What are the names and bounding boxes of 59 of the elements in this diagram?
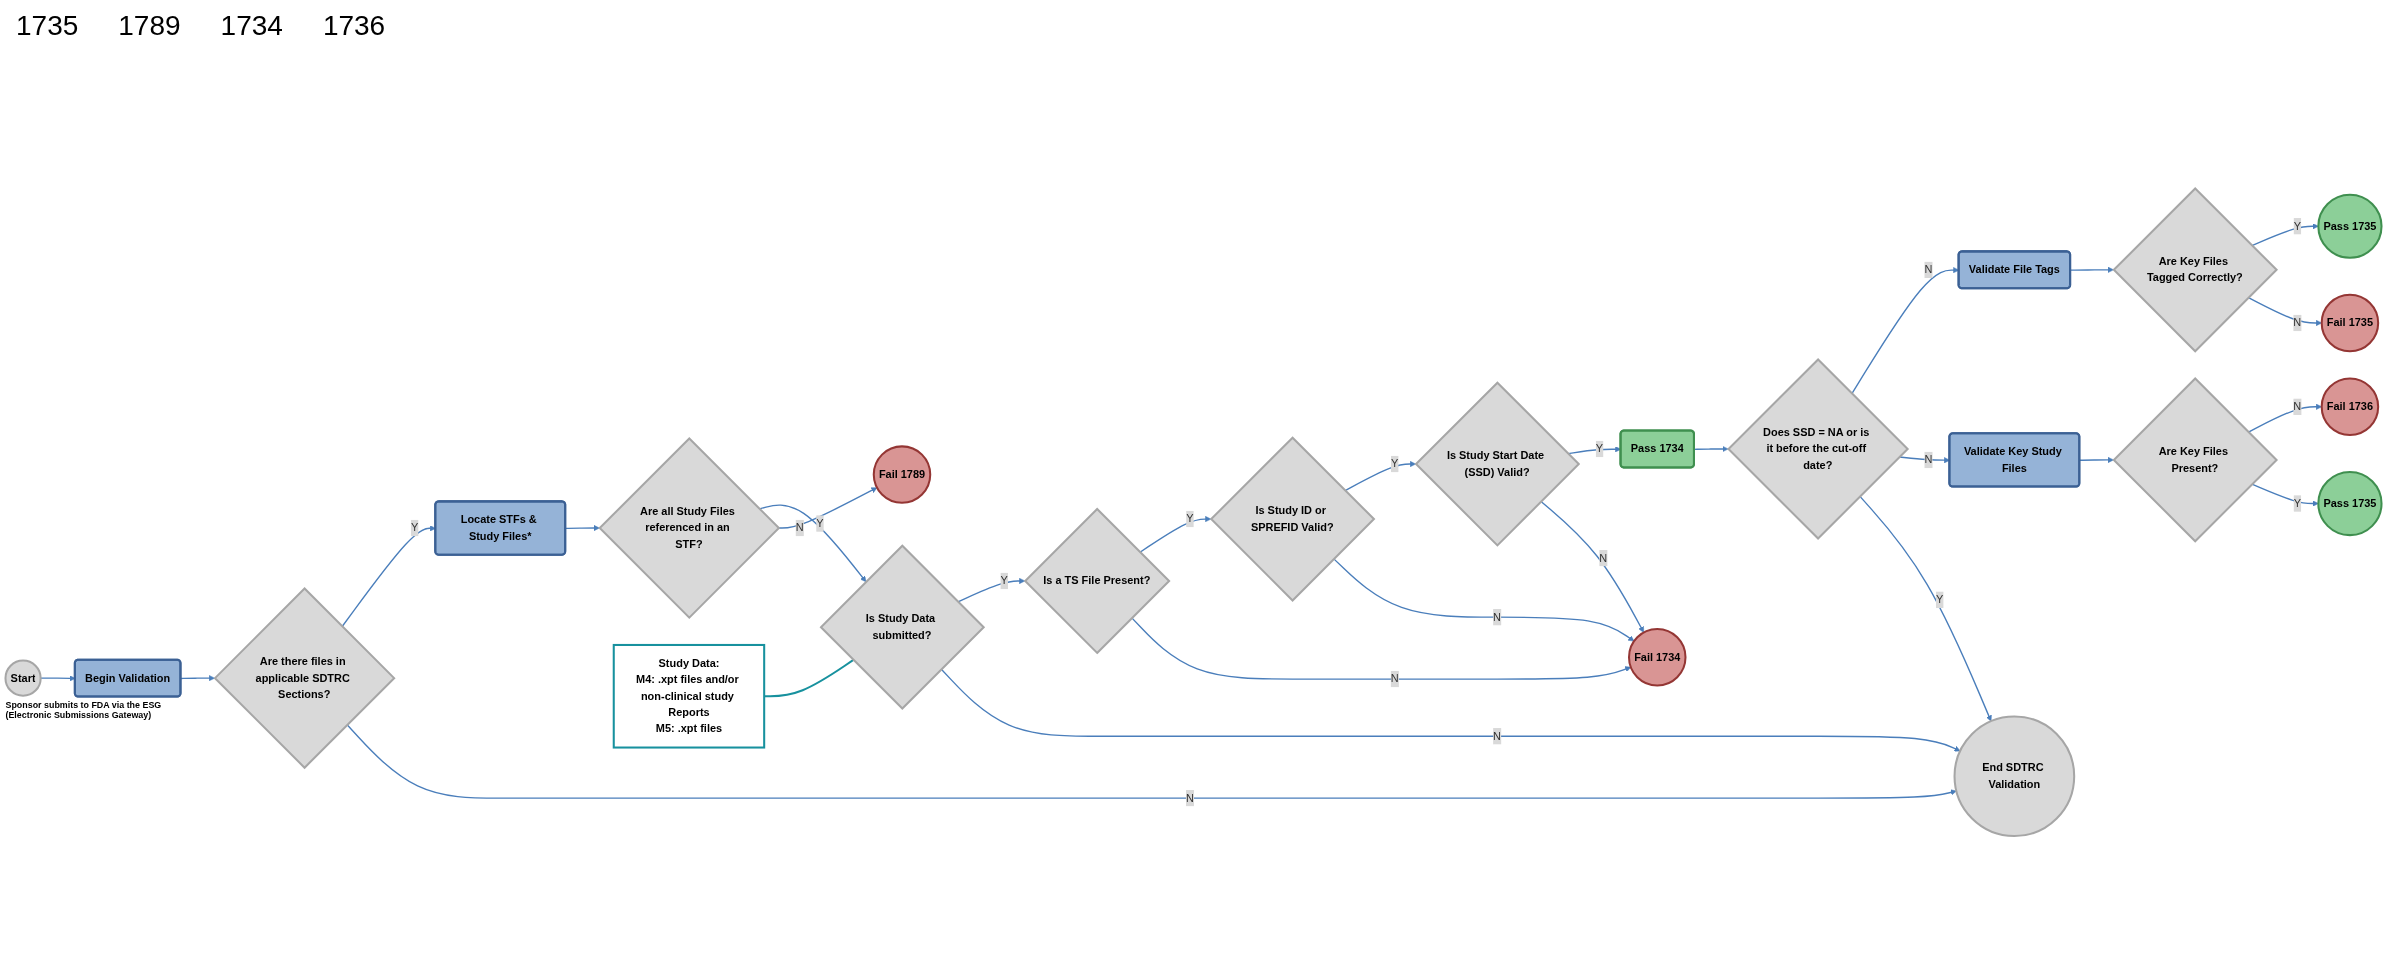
- arrow: [2251, 222, 2319, 246]
- rule-number: 1789: [118, 10, 181, 42]
- node-circle: Pass 1735: [2317, 193, 2383, 259]
- node-diamond: Is Study ID or SPREFID Valid?: [1209, 435, 1376, 602]
- node-circle: Fail 1736: [2320, 377, 2380, 436]
- node-circle: Fail 1735: [2320, 293, 2380, 352]
- arrow: [2251, 483, 2319, 507]
- node-diamond: Are Key Files Present?: [2112, 376, 2279, 543]
- edge-label: N: [1390, 672, 1399, 685]
- rule-number: 1735: [16, 10, 79, 42]
- edge-label: N: [1924, 453, 1933, 466]
- node-circle: Pass 1735: [2317, 470, 2383, 536]
- rule-number: 1736: [322, 10, 386, 42]
- node-diamond: Are there files in applicable SDTRC Sections?: [213, 586, 396, 769]
- node-diamond: Are all Study Files referenced in an STF?: [598, 436, 781, 619]
- node-circle: Fail 1734: [1628, 627, 1687, 687]
- edge-label: N: [1185, 791, 1194, 804]
- edge-label: N: [795, 521, 804, 534]
- node-box: Study Data: M4: .xpt files and/or non-clinical study Reports M5: .xpt files: [612, 643, 766, 749]
- node-diamond: Does SSD = NA or is it before the cut-off date?: [1727, 357, 1910, 540]
- arrow: [1693, 445, 1729, 452]
- node-diamond: Is Study Start Date (SSD) Valid?: [1414, 380, 1581, 547]
- edge-label: Y: [410, 521, 419, 534]
- arrow: [1540, 500, 1644, 633]
- arrow: [341, 525, 436, 627]
- edge-label: N: [1924, 263, 1933, 276]
- arrow: [777, 487, 878, 529]
- arrow: [1131, 616, 1632, 680]
- arrow: [1139, 515, 1212, 553]
- arrow: [1333, 557, 1635, 642]
- edge-label: Y: [816, 517, 824, 529]
- edge-label: Y: [2293, 497, 2301, 509]
- node-circle: Fail 1789: [872, 445, 932, 504]
- edge-label: N: [1493, 729, 1502, 742]
- arrow: [1859, 495, 1992, 722]
- edge-label: Y: [1391, 457, 1399, 470]
- edge-label: N: [2293, 316, 2302, 329]
- rule-number: 1734: [220, 10, 283, 42]
- edge-label: Y: [1186, 512, 1194, 525]
- arrow: [940, 668, 1961, 752]
- arrow: [957, 577, 1026, 603]
- edge-label: Y: [2293, 219, 2301, 232]
- edge-label: N: [1599, 551, 1608, 564]
- arrow: [1344, 460, 1416, 492]
- node-circle: End SDTRC Validation: [1953, 715, 2076, 837]
- edge-label: Y: [1936, 593, 1944, 605]
- connector: [764, 658, 854, 697]
- edge-label: Y: [1000, 574, 1008, 587]
- node-diamond: Are Key Files Tagged Correctly?: [2112, 186, 2279, 353]
- edge-label: N: [1493, 610, 1502, 623]
- arrow: [180, 674, 215, 681]
- edge-label: Y: [1595, 442, 1604, 455]
- node-caption: Sponsor submits to FDA via the ESG (Electronic Submissions Gateway): [5, 699, 163, 721]
- node-circle: Start: [4, 659, 42, 697]
- arrow: [2247, 403, 2322, 433]
- arrow: [346, 723, 1957, 799]
- node-diamond: Is Study Data submitted?: [819, 544, 986, 710]
- node-diamond: Is a TS File Present?: [1023, 507, 1171, 655]
- edge-label: N: [2293, 400, 2302, 412]
